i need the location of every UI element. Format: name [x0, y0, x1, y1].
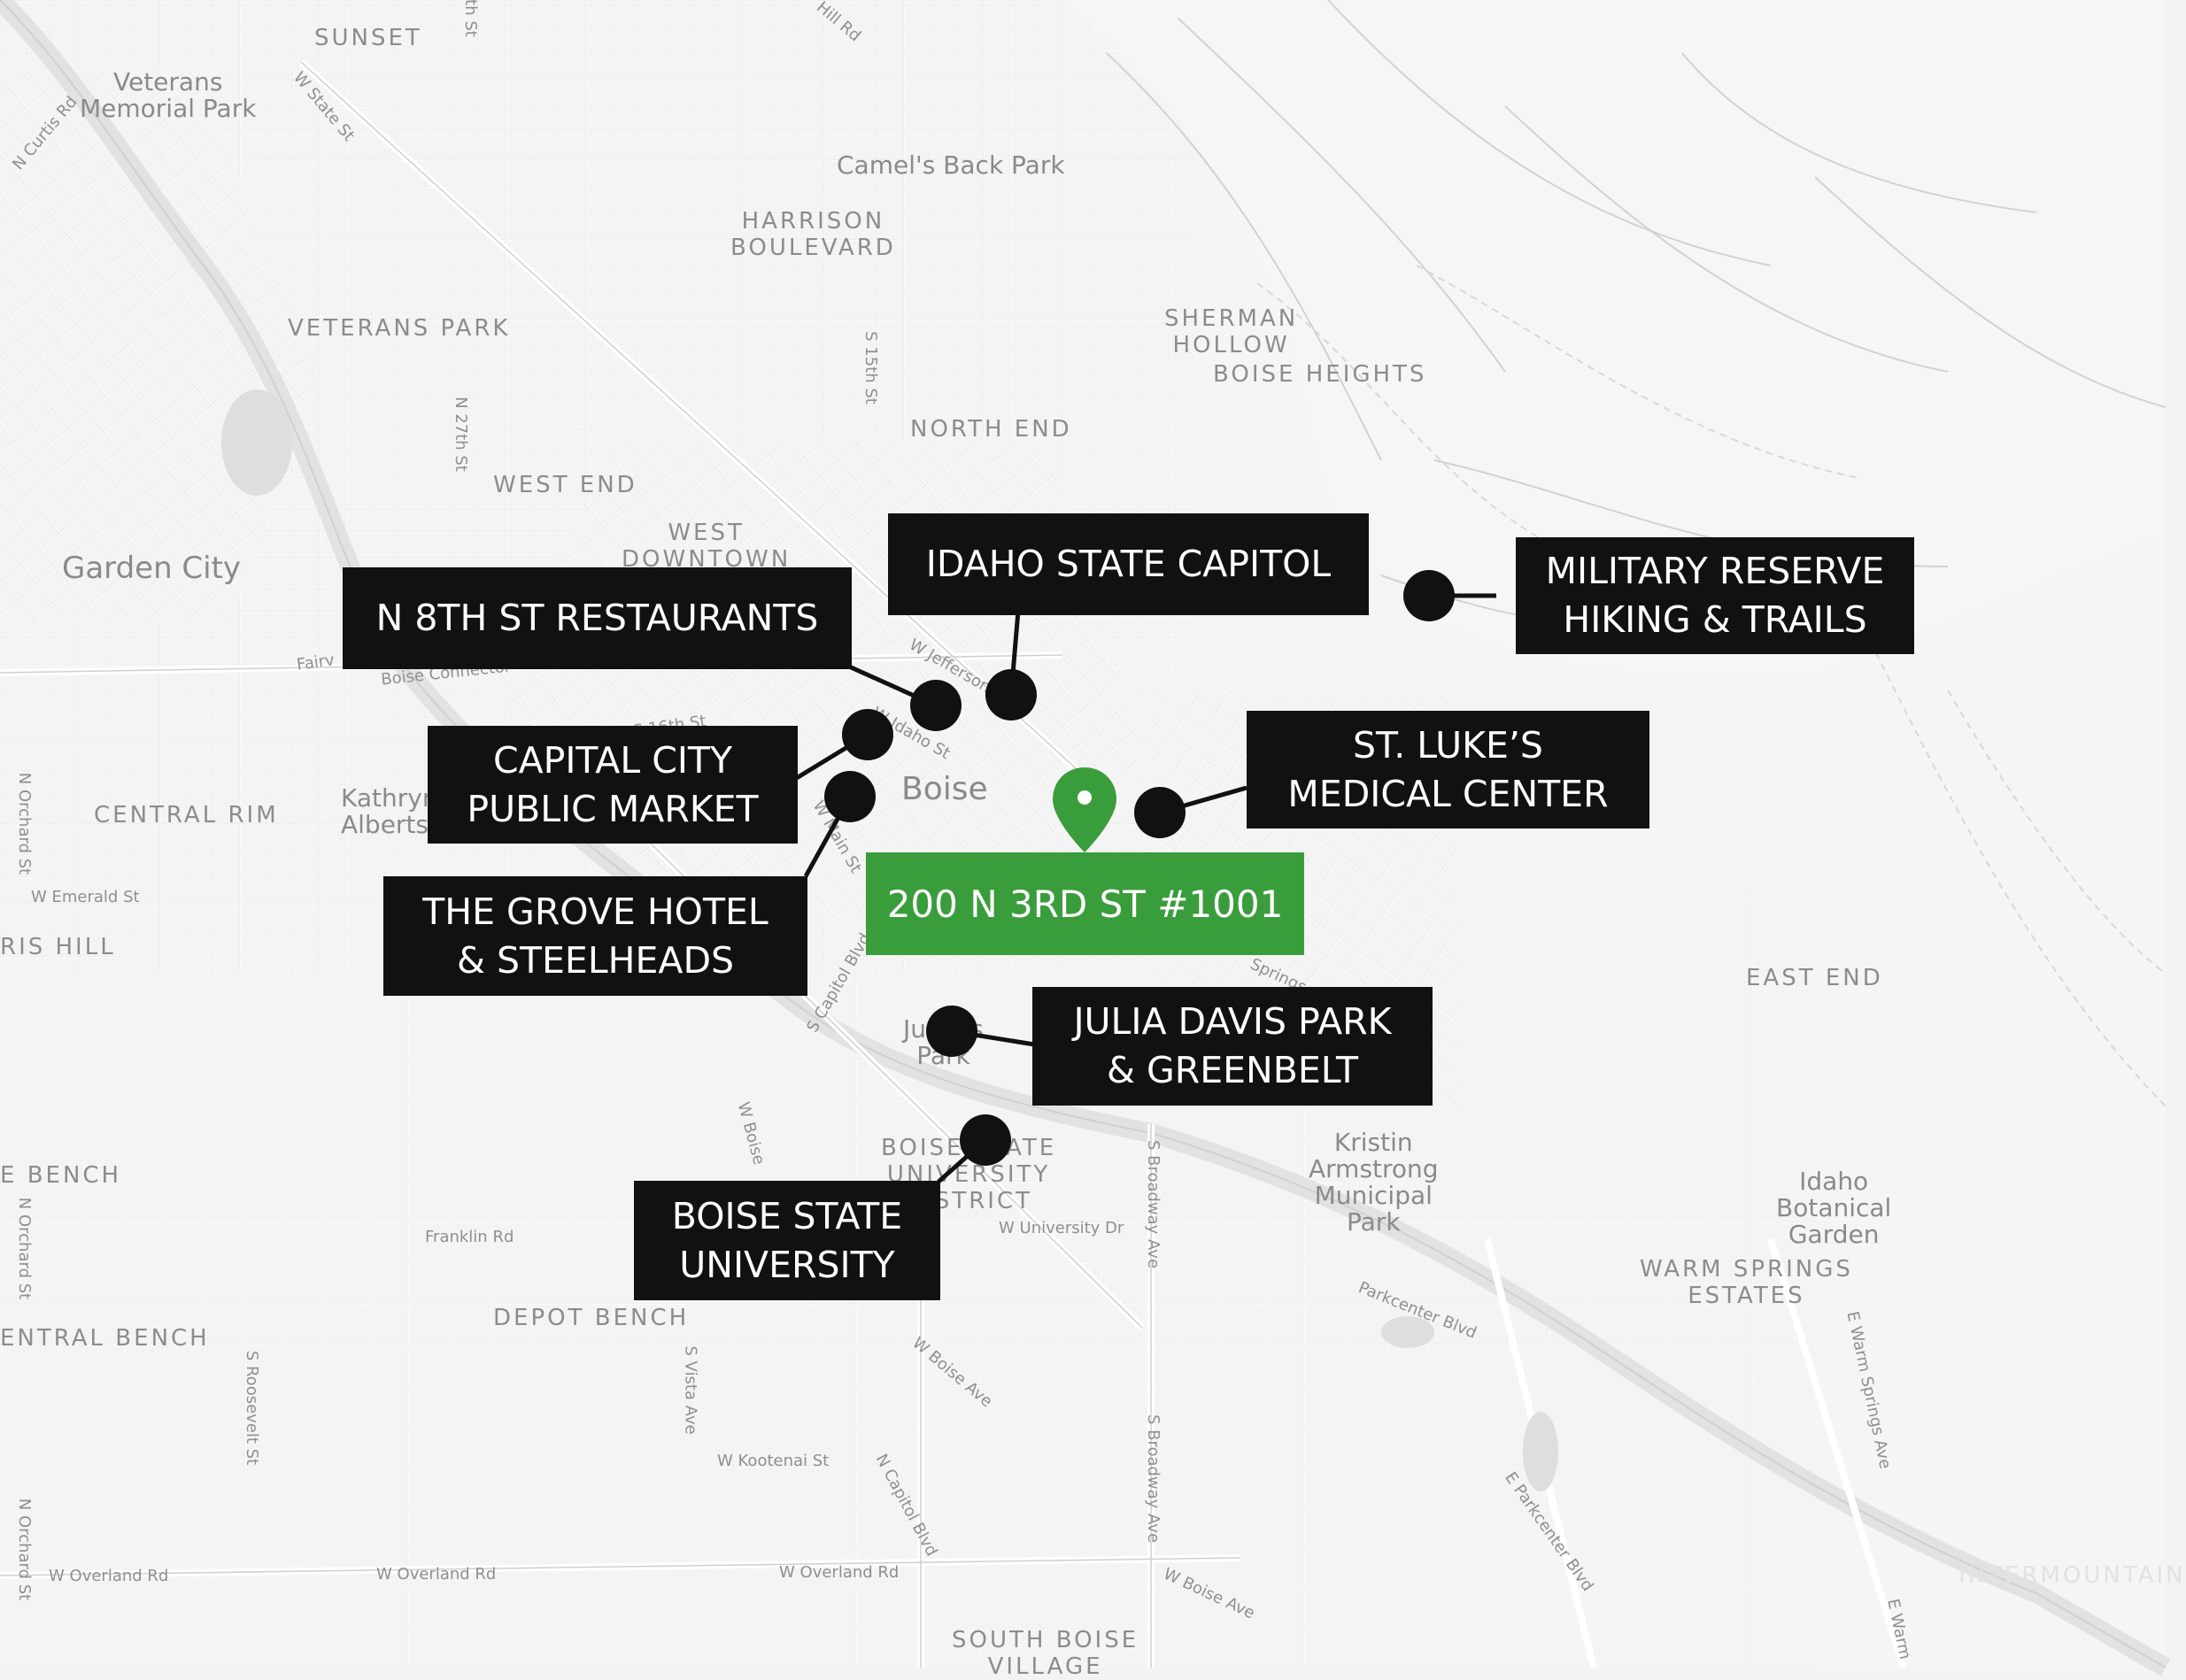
- marker-st-lukes[interactable]: [1134, 787, 1186, 838]
- callout-julia-davis-park[interactable]: JULIA DAVIS PARK & GREENBELT: [1032, 987, 1433, 1106]
- place-boise: Boise: [901, 771, 988, 807]
- callout-capital-city-market[interactable]: CAPITAL CITY PUBLIC MARKET: [428, 726, 798, 844]
- street-th-st: th St: [460, 0, 480, 37]
- area-sherman-hollow: SHERMAN HOLLOW: [1164, 305, 1299, 358]
- street-s-broadway-2: S Broadway Ave: [1144, 1414, 1163, 1544]
- marker-n8th-restaurants[interactable]: [910, 680, 962, 731]
- area-west-downtown: WEST DOWNTOWN: [622, 520, 792, 573]
- callout-label: JULIA DAVIS PARK & GREENBELT: [1073, 1000, 1392, 1091]
- callout-label: N 8TH ST RESTAURANTS: [375, 597, 819, 639]
- area-harrison-boulevard: HARRISON BOULEVARD: [730, 208, 896, 261]
- area-south-boise-village: SOUTH BOISE VILLAGE: [952, 1627, 1139, 1680]
- street-w-overland: W Overland Rd: [49, 1567, 169, 1585]
- area-veterans-park: VETERANS PARK: [288, 315, 511, 342]
- callout-military-reserve[interactable]: MILITARY RESERVE HIKING & TRAILS: [1516, 537, 1914, 654]
- area-east-end: EAST END: [1746, 965, 1883, 991]
- callout-label: MILITARY RESERVE HIKING & TRAILS: [1545, 550, 1885, 641]
- callout-n8th-restaurants[interactable]: N 8TH ST RESTAURANTS: [343, 567, 852, 669]
- callout-grove-hotel[interactable]: THE GROVE HOTEL & STEELHEADS: [383, 876, 807, 996]
- street-n-orchard-2: N Orchard St: [15, 1197, 35, 1300]
- area-west-end: WEST END: [493, 472, 637, 498]
- street-w-kootenai: W Kootenai St: [717, 1452, 830, 1470]
- street-w-overland-2: W Overland Rd: [376, 1565, 497, 1584]
- place-camels-back-park: Camel's Back Park: [837, 150, 1065, 180]
- area-e-bench: E BENCH: [0, 1162, 122, 1189]
- marker-julia-davis-park[interactable]: [926, 1006, 977, 1057]
- area-ris-hill: RIS HILL: [0, 934, 116, 960]
- marker-capital-city-market[interactable]: [842, 709, 893, 760]
- area-central-bench: ENTRAL BENCH: [0, 1325, 210, 1352]
- address-label[interactable]: 200 N 3RD ST #1001: [866, 852, 1304, 955]
- callout-label: BOISE STATE UNIVERSITY: [671, 1194, 903, 1286]
- area-depot-bench: DEPOT BENCH: [493, 1305, 690, 1331]
- area-boise-heights: BOISE HEIGHTS: [1213, 361, 1427, 388]
- place-kristin-armstrong-park: Kristin Armstrong Municipal Park: [1309, 1128, 1439, 1237]
- area-intermountain: INTERMOUNTAIN: [1958, 1562, 2186, 1589]
- area-central-rim: CENTRAL RIM: [94, 802, 279, 828]
- callout-boise-state-university[interactable]: BOISE STATE UNIVERSITY: [634, 1181, 940, 1300]
- place-idaho-botanical-garden: Idaho Botanical Garden: [1776, 1167, 1892, 1249]
- area-warm-springs-estates: WARM SPRINGS ESTATES: [1640, 1256, 1853, 1309]
- area-north-end: NORTH END: [910, 416, 1072, 443]
- street-franklin: Franklin Rd: [425, 1228, 514, 1246]
- street-s-roosevelt: S Roosevelt St: [243, 1350, 262, 1466]
- street-n-27th: N 27th St: [451, 397, 470, 472]
- callout-st-lukes[interactable]: ST. LUKE’S MEDICAL CENTER: [1247, 711, 1649, 828]
- location-pin-icon[interactable]: [1051, 766, 1118, 854]
- street-n-orchard: N Orchard St: [15, 772, 35, 875]
- marker-idaho-capitol[interactable]: [985, 669, 1037, 721]
- callout-label: IDAHO STATE CAPITOL: [925, 543, 1332, 585]
- callout-idaho-state-capitol[interactable]: IDAHO STATE CAPITOL: [888, 513, 1369, 615]
- street-w-emerald: W Emerald St: [31, 888, 140, 906]
- place-veterans-memorial-park: Veterans Memorial Park: [80, 67, 257, 123]
- street-w-university: W University Dr: [999, 1219, 1124, 1237]
- area-sunset: SUNSET: [314, 25, 422, 51]
- street-s-broadway: S Broadway Ave: [1144, 1139, 1163, 1269]
- marker-military-reserve[interactable]: [1403, 570, 1455, 621]
- callout-label: CAPITAL CITY PUBLIC MARKET: [467, 738, 759, 830]
- street-n-orchard-3: N Orchard St: [15, 1498, 35, 1601]
- street-s-vista: S Vista Ave: [681, 1345, 700, 1435]
- marker-grove-hotel[interactable]: [824, 771, 876, 822]
- marker-boise-state[interactable]: [960, 1114, 1011, 1166]
- street-s-15th: S 15th St: [861, 331, 880, 405]
- callout-label: ST. LUKE’S MEDICAL CENTER: [1287, 723, 1609, 815]
- street-w-overland-3: W Overland Rd: [779, 1563, 900, 1582]
- callout-label: THE GROVE HOTEL & STEELHEADS: [422, 890, 769, 982]
- place-garden-city: Garden City: [62, 551, 242, 586]
